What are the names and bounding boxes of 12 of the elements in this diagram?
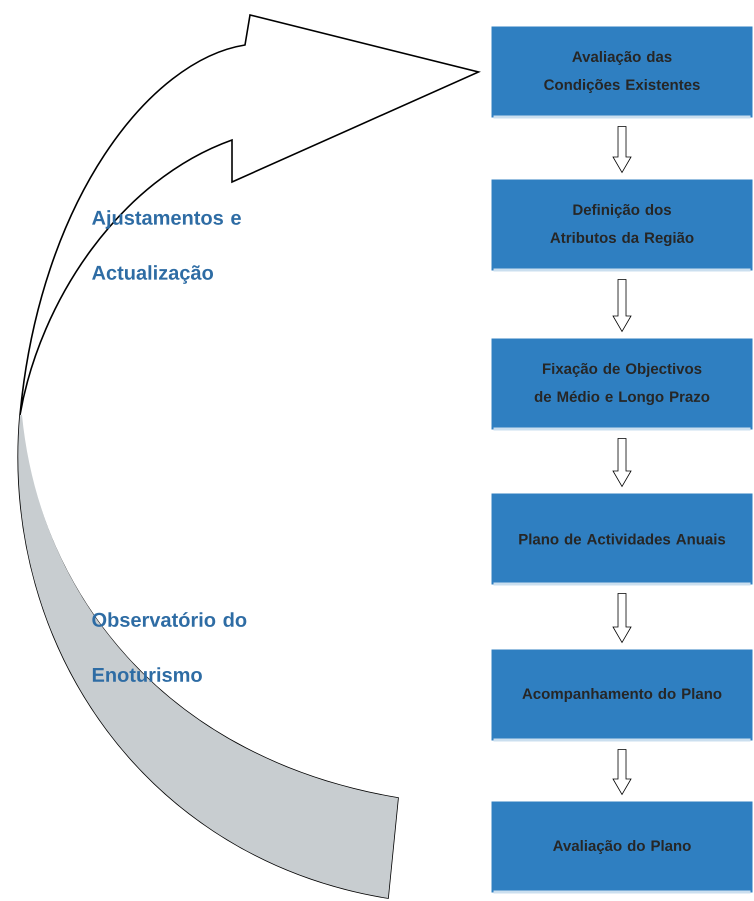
process-box: Fixação de Objectivos de Médio e Longo Prazo xyxy=(490,338,754,430)
process-box: Acompanhamento do Plano xyxy=(490,648,754,742)
hollow-arrow xyxy=(612,279,632,332)
hollow-arrow xyxy=(612,593,632,644)
process-box: Avaliação do Plano xyxy=(490,800,754,894)
hollow-arrow xyxy=(612,749,632,796)
process-box: Avaliação das Condições Existentes xyxy=(490,25,754,118)
hollow-arrow xyxy=(612,126,632,174)
process-box: Plano de Actividades Anuais xyxy=(490,492,754,586)
hollow-arrow xyxy=(612,438,632,488)
curved-arrow xyxy=(18,14,480,899)
process-box: Definição dos Atributos da Região xyxy=(490,178,754,272)
